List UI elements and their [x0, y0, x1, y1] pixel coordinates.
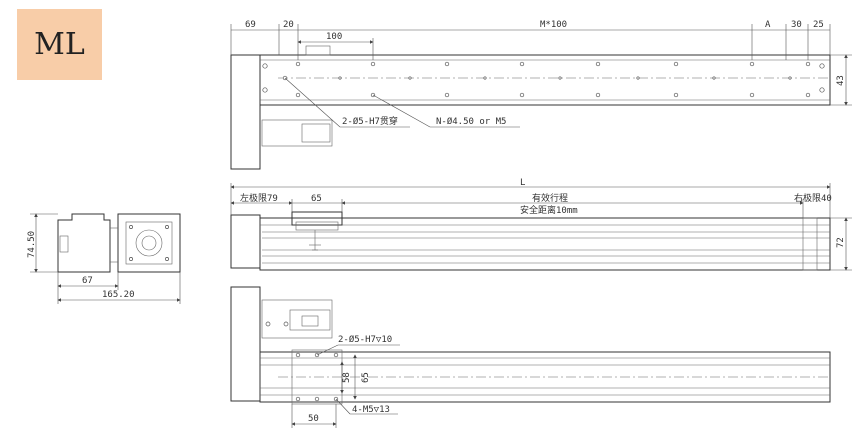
- bottom-view: 58 65 2-Ø5-H7▽10 4-M5▽13 50: [230, 286, 831, 428]
- top-dim-69: 69: [245, 20, 256, 30]
- top-motor-block: [230, 54, 261, 170]
- bottom-note-screw-holes: 4-M5▽13: [352, 405, 390, 415]
- top-dim-pitch: M*100: [540, 20, 567, 30]
- end-dim-67: 67: [82, 276, 93, 286]
- bottom-motor-block: [230, 286, 261, 402]
- top-note-mount-holes: N-Ø4.50 or M5: [436, 116, 506, 127]
- top-note-pin-holes: 2-Ø5-H7贯穿: [342, 115, 398, 127]
- bottom-rail: [259, 351, 831, 403]
- top-dim-30: 30: [791, 20, 802, 30]
- end-profile: [57, 213, 111, 273]
- side-safety-distance: 安全距离10mm: [520, 204, 578, 216]
- bottom-dim-50: 50: [308, 414, 319, 424]
- bottom-dim-65: 65: [361, 372, 371, 383]
- top-view: 69 20 100 M*100 A 30 25 43 2-Ø5-H7贯穿 N-Ø…: [230, 20, 852, 170]
- top-dim-100: 100: [326, 32, 342, 42]
- side-view: L 左极限79 65 有效行程 安全距离10mm 右极限40 72: [230, 178, 852, 271]
- top-mounting-holes: [262, 61, 825, 98]
- top-coupling: [261, 119, 333, 147]
- side-effective-stroke: 有效行程: [532, 192, 568, 204]
- side-dim-65: 65: [311, 194, 322, 204]
- side-dim-l: L: [520, 178, 525, 188]
- side-dim-height: 72: [836, 237, 846, 248]
- bottom-dim-58: 58: [342, 372, 352, 383]
- side-left-limit: 左极限79: [240, 192, 278, 204]
- side-carriage: [291, 211, 343, 226]
- side-right-limit: 右极限40: [794, 192, 832, 204]
- top-dim-20: 20: [283, 20, 294, 30]
- top-dim-height: 43: [836, 75, 846, 86]
- top-dim-a: A: [765, 20, 771, 30]
- top-coupling-inner: [301, 123, 331, 143]
- model-label: ML: [34, 27, 85, 62]
- side-rail: [259, 217, 831, 271]
- bottom-coupling: [261, 299, 333, 339]
- end-motor-flange: [117, 213, 181, 273]
- side-motor-block: [230, 214, 261, 269]
- end-dim-width: 165.20: [102, 290, 135, 300]
- model-badge: ML: [17, 9, 102, 80]
- end-view: 74.50 67 165.20: [27, 213, 181, 304]
- bottom-note-pin-holes: 2-Ø5-H7▽10: [338, 334, 392, 345]
- end-dim-height: 74.50: [27, 231, 37, 258]
- top-rail: [259, 54, 831, 106]
- top-dim-25: 25: [813, 20, 824, 30]
